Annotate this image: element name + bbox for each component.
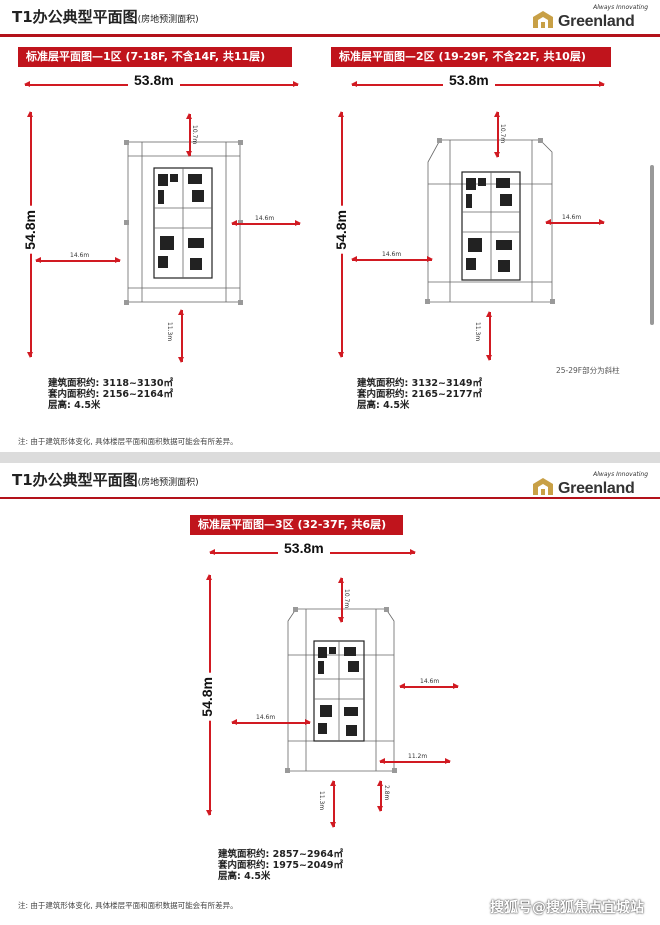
zone-1-floor-plan [124,140,243,305]
zone-3-right-dim-arrow [399,683,459,689]
zone-1-stats: 建筑面积约: 3118~3130㎡ 套内面积约: 2156~2164㎡ 层高: … [48,378,173,411]
zone-3-left-dim: 14.6m [256,714,276,721]
zone-1-left-dim: 14.6m [70,252,90,259]
zone-2-floor-plan [425,138,555,304]
brand-name-2: Greenland [558,480,635,497]
zone-2-gross-area: 建筑面积约: 3132~3149㎡ [357,378,482,389]
zone-3-left-dim-arrow [231,719,311,725]
zone-2-side-note: 25-29F部分为斜柱 [556,366,620,375]
zone-1-right-dim-arrow [231,220,301,226]
zone-2-label: 标准层平面图—2区 (19-29F, 不含22F, 共10层) [331,47,611,67]
zone-2-bottom-dim-arrow [486,311,492,361]
footnote-1: 注: 由于建筑形体变化, 具体楼层平面和面积数据可能会有所差异。 [18,437,238,446]
greenland-mark-icon [533,478,553,495]
greenland-mark-icon [533,11,553,28]
zone-2-top-dim-arrow [494,111,500,158]
zone-3-width-dim: 53.8m [278,540,330,556]
zone-3-bottom-dim: 11.3m [318,791,325,811]
zone-3-label: 标准层平面图—3区 (32-37F, 共6层) [190,515,403,535]
brand-tagline: Always Innovating [593,4,648,11]
page-2: T1办公典型平面图(房地预测面积) Always Innovating Gree… [0,463,660,925]
greenland-logo-2: Always Innovating Greenland [532,471,650,499]
zone-3-extra-dim: 11.2m [408,753,428,760]
zone-3-bottom-dim-arrow [330,780,336,828]
zone-2-width-dim: 53.8m [443,72,495,88]
zone-1-floor-height: 层高: 4.5米 [48,400,101,411]
header-rule-2 [0,497,660,499]
zone-3-extra-dim2: 2.8m [383,785,390,801]
zone-2-left-dim: 14.6m [382,251,402,258]
header-rule [0,34,660,37]
zone-1-top-dim-arrow [186,113,192,157]
watermark: 搜狐号@搜狐焦点宜城站 [490,900,644,916]
zone-3-floor-height: 层高: 4.5米 [218,871,271,882]
brand-name: Greenland [558,13,635,30]
zone-2-net-area: 套内面积约: 2165~2177㎡ [357,389,482,400]
zone-1-width-dim: 53.8m [128,72,180,88]
zone-3-gross-area: 建筑面积约: 2857~2964㎡ [218,849,343,860]
page-title-2: T1办公典型平面图(房地预测面积) [12,471,199,489]
zone-1-left-dim-arrow [35,257,121,263]
zone-1-gross-area: 建筑面积约: 3118~3130㎡ [48,378,173,389]
zone-1-bottom-dim: 11.3m [166,322,173,342]
zone-1-label: 标准层平面图—1区 (7-18F, 不含14F, 共11层) [18,47,292,67]
scrollbar-1[interactable] [650,165,654,325]
footnote-2: 注: 由于建筑形体变化, 具体楼层平面和面积数据可能会有所差异。 [18,901,238,910]
zone-1-net-area: 套内面积约: 2156~2164㎡ [48,389,173,400]
zone-3-height-dim: 54.8m [199,673,215,721]
zone-3-right-dim: 14.6m [420,678,440,685]
zone-3-top-dim: 10.7m [343,589,350,609]
brand-tagline-2: Always Innovating [593,471,648,478]
zone-1-top-dim: 10.7m [191,125,198,145]
zone-2-top-dim: 10.7m [499,124,506,144]
zone-2-stats: 建筑面积约: 3132~3149㎡ 套内面积约: 2165~2177㎡ 层高: … [357,378,482,411]
page-title: T1办公典型平面图(房地预测面积) [12,8,199,26]
zone-3-net-area: 套内面积约: 1975~2049㎡ [218,860,343,871]
zone-2-floor-height: 层高: 4.5米 [357,400,410,411]
zone-1-bottom-dim-arrow [178,309,184,363]
zone-2-height-dim: 54.8m [333,206,349,254]
zone-1-right-dim: 14.6m [255,215,275,222]
zone-3-floor-plan [285,607,397,773]
zone-3-stats: 建筑面积约: 2857~2964㎡ 套内面积约: 1975~2049㎡ 层高: … [218,849,343,882]
zone-2-left-dim-arrow [351,256,433,262]
zone-2-bottom-dim: 11.3m [474,322,481,342]
greenland-logo: Always Innovating Greenland [532,4,650,32]
page-1: T1办公典型平面图(房地预测面积) Always Innovating Gree… [0,0,660,452]
zone-2-right-dim: 14.6m [562,214,582,221]
zone-3-top-dim-arrow [338,577,344,623]
zone-1-height-dim: 54.8m [22,206,38,254]
zone-2-right-dim-arrow [545,219,605,225]
zone-3-extra-dim2-arrow [377,780,383,812]
zone-3-extra-dim-arrow [379,758,451,764]
